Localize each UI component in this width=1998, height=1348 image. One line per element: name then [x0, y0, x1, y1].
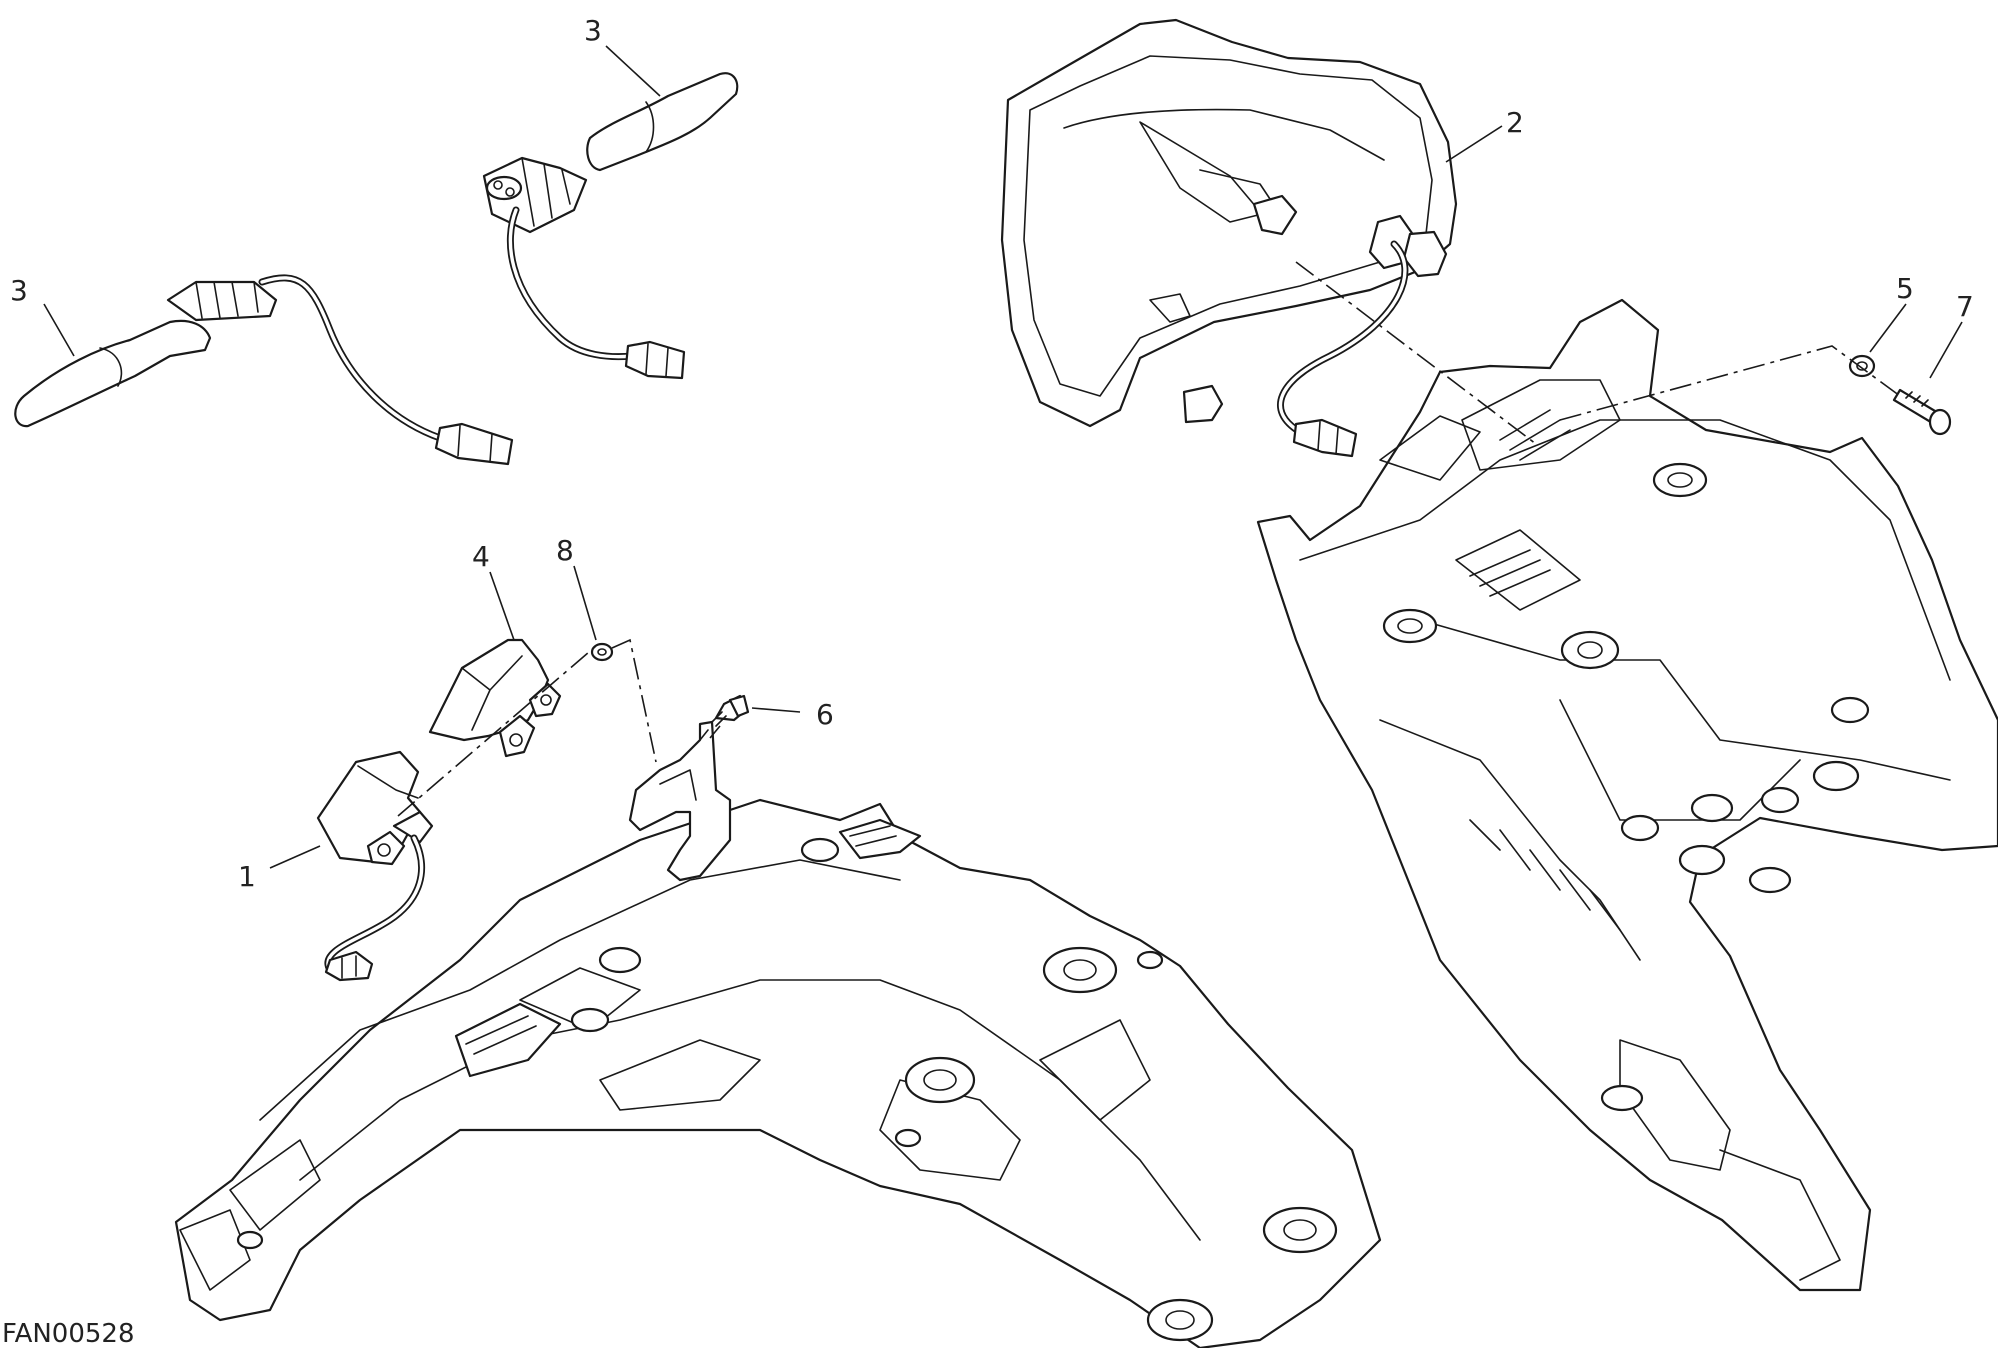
- mounting-bracket: [628, 720, 732, 882]
- axis-item-2: [1295, 261, 1537, 445]
- axis-item-1: [397, 645, 597, 817]
- callout-4: 4: [472, 540, 490, 573]
- tail-light: [1000, 18, 1458, 458]
- callout-7: 7: [1956, 290, 1974, 323]
- leader-5: [1869, 303, 1907, 353]
- leader-3a: [43, 303, 75, 357]
- axis-item-5-7: [1559, 345, 1901, 421]
- washer-item-8: [590, 642, 614, 662]
- callout-3a: 3: [10, 274, 28, 307]
- callout-5: 5: [1896, 272, 1914, 305]
- callout-2: 2: [1506, 106, 1524, 139]
- turn-signal-right: [482, 72, 739, 380]
- leader-1: [269, 845, 321, 869]
- callout-1: 1: [238, 860, 256, 893]
- leader-7: [1929, 321, 1963, 379]
- axis-item-6: [709, 725, 721, 739]
- screw-item-7: [1892, 388, 1952, 436]
- leader-6: [751, 707, 801, 713]
- license-plate-light: [316, 750, 434, 982]
- drawing-code: FAN00528: [2, 1319, 135, 1348]
- boss-group-left: [236, 837, 1338, 1342]
- light-cover: [428, 638, 562, 758]
- leader-2: [1445, 125, 1503, 163]
- washer-item-5: [1848, 354, 1876, 378]
- turn-signal-left: [14, 274, 514, 466]
- callout-8: 8: [556, 534, 574, 567]
- boss-group: [1382, 462, 1870, 1112]
- leader-4: [489, 571, 515, 641]
- callout-6: 6: [816, 698, 834, 731]
- callout-3b: 3: [584, 14, 602, 47]
- rear-subframe-left: [174, 798, 1382, 1348]
- screw-item-6: [711, 694, 750, 727]
- rear-subframe-right: [1256, 298, 1998, 1292]
- leader-8: [573, 565, 597, 641]
- leader-3b: [605, 45, 661, 97]
- axis-item-8: [611, 638, 657, 763]
